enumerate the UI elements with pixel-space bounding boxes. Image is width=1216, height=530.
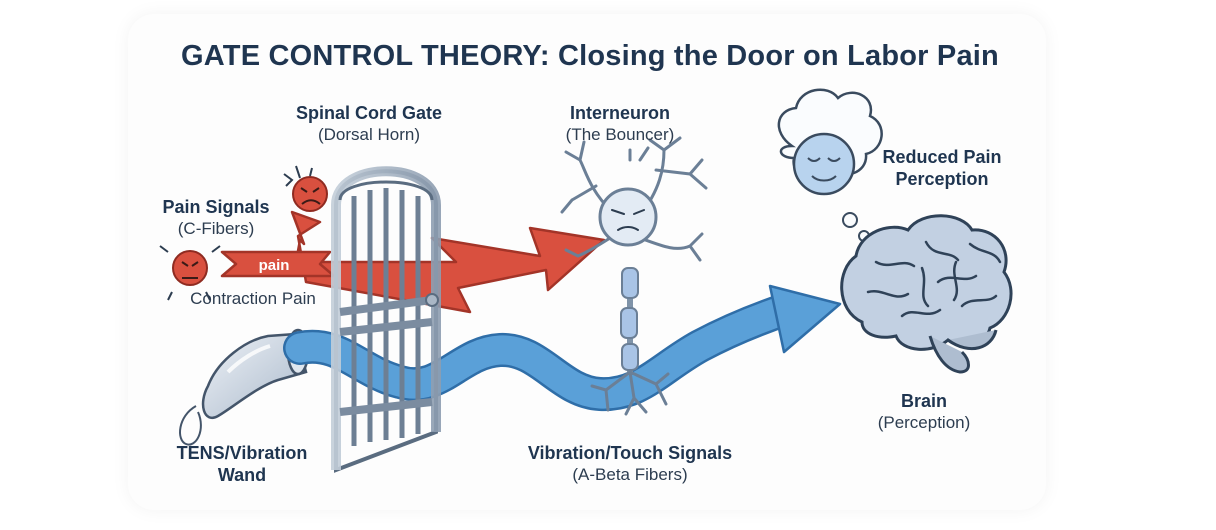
pain-tag: pain [259,257,290,274]
pain-signals-label: Pain Signals (C-Fibers) [156,196,276,240]
contraction-pain-label: Contraction Pain [168,288,338,310]
brain-icon [840,214,1013,374]
diagram-title: GATE CONTROL THEORY: Closing the Door on… [181,40,999,72]
reduced-pain-label: Reduced Pain Perception [872,146,1012,190]
interneuron-title: Interneuron [569,103,670,123]
interneuron-sub: (The Bouncer) [565,125,675,144]
pain-signals-sub: (C-Fibers) [177,219,255,238]
spinal-gate-title: Spinal Cord Gate [295,103,443,123]
angry-face-icon [283,165,328,212]
reduced-pain-line1: Reduced Pain [882,147,1002,167]
brain-title: Brain [900,391,947,411]
vibration-label: Vibration/Touch Signals (A-Beta Fibers) [510,442,750,486]
contraction-pain-text: Contraction Pain [190,289,316,308]
vibration-signal-arrow [283,284,842,412]
interneuron-icon [560,136,708,416]
tens-label: TENS/Vibration Wand [162,442,322,486]
tens-line2: Wand [217,465,267,485]
spinal-gate-icon [331,166,441,473]
interneuron-label: Interneuron (The Bouncer) [545,102,695,146]
vibration-sub: (A-Beta Fibers) [572,465,688,484]
distressed-face-icon [159,245,221,301]
spinal-gate-sub: (Dorsal Horn) [317,125,421,144]
pain-signals-title: Pain Signals [162,197,270,217]
spinal-gate-label: Spinal Cord Gate (Dorsal Horn) [289,102,449,146]
calm-face-icon [792,132,856,196]
brain-sub: (Perception) [877,413,971,432]
brain-label: Brain (Perception) [864,390,984,434]
reduced-pain-line2: Perception [895,169,989,189]
tens-line1: TENS/Vibration [176,443,308,463]
vibration-title: Vibration/Touch Signals [527,443,733,463]
